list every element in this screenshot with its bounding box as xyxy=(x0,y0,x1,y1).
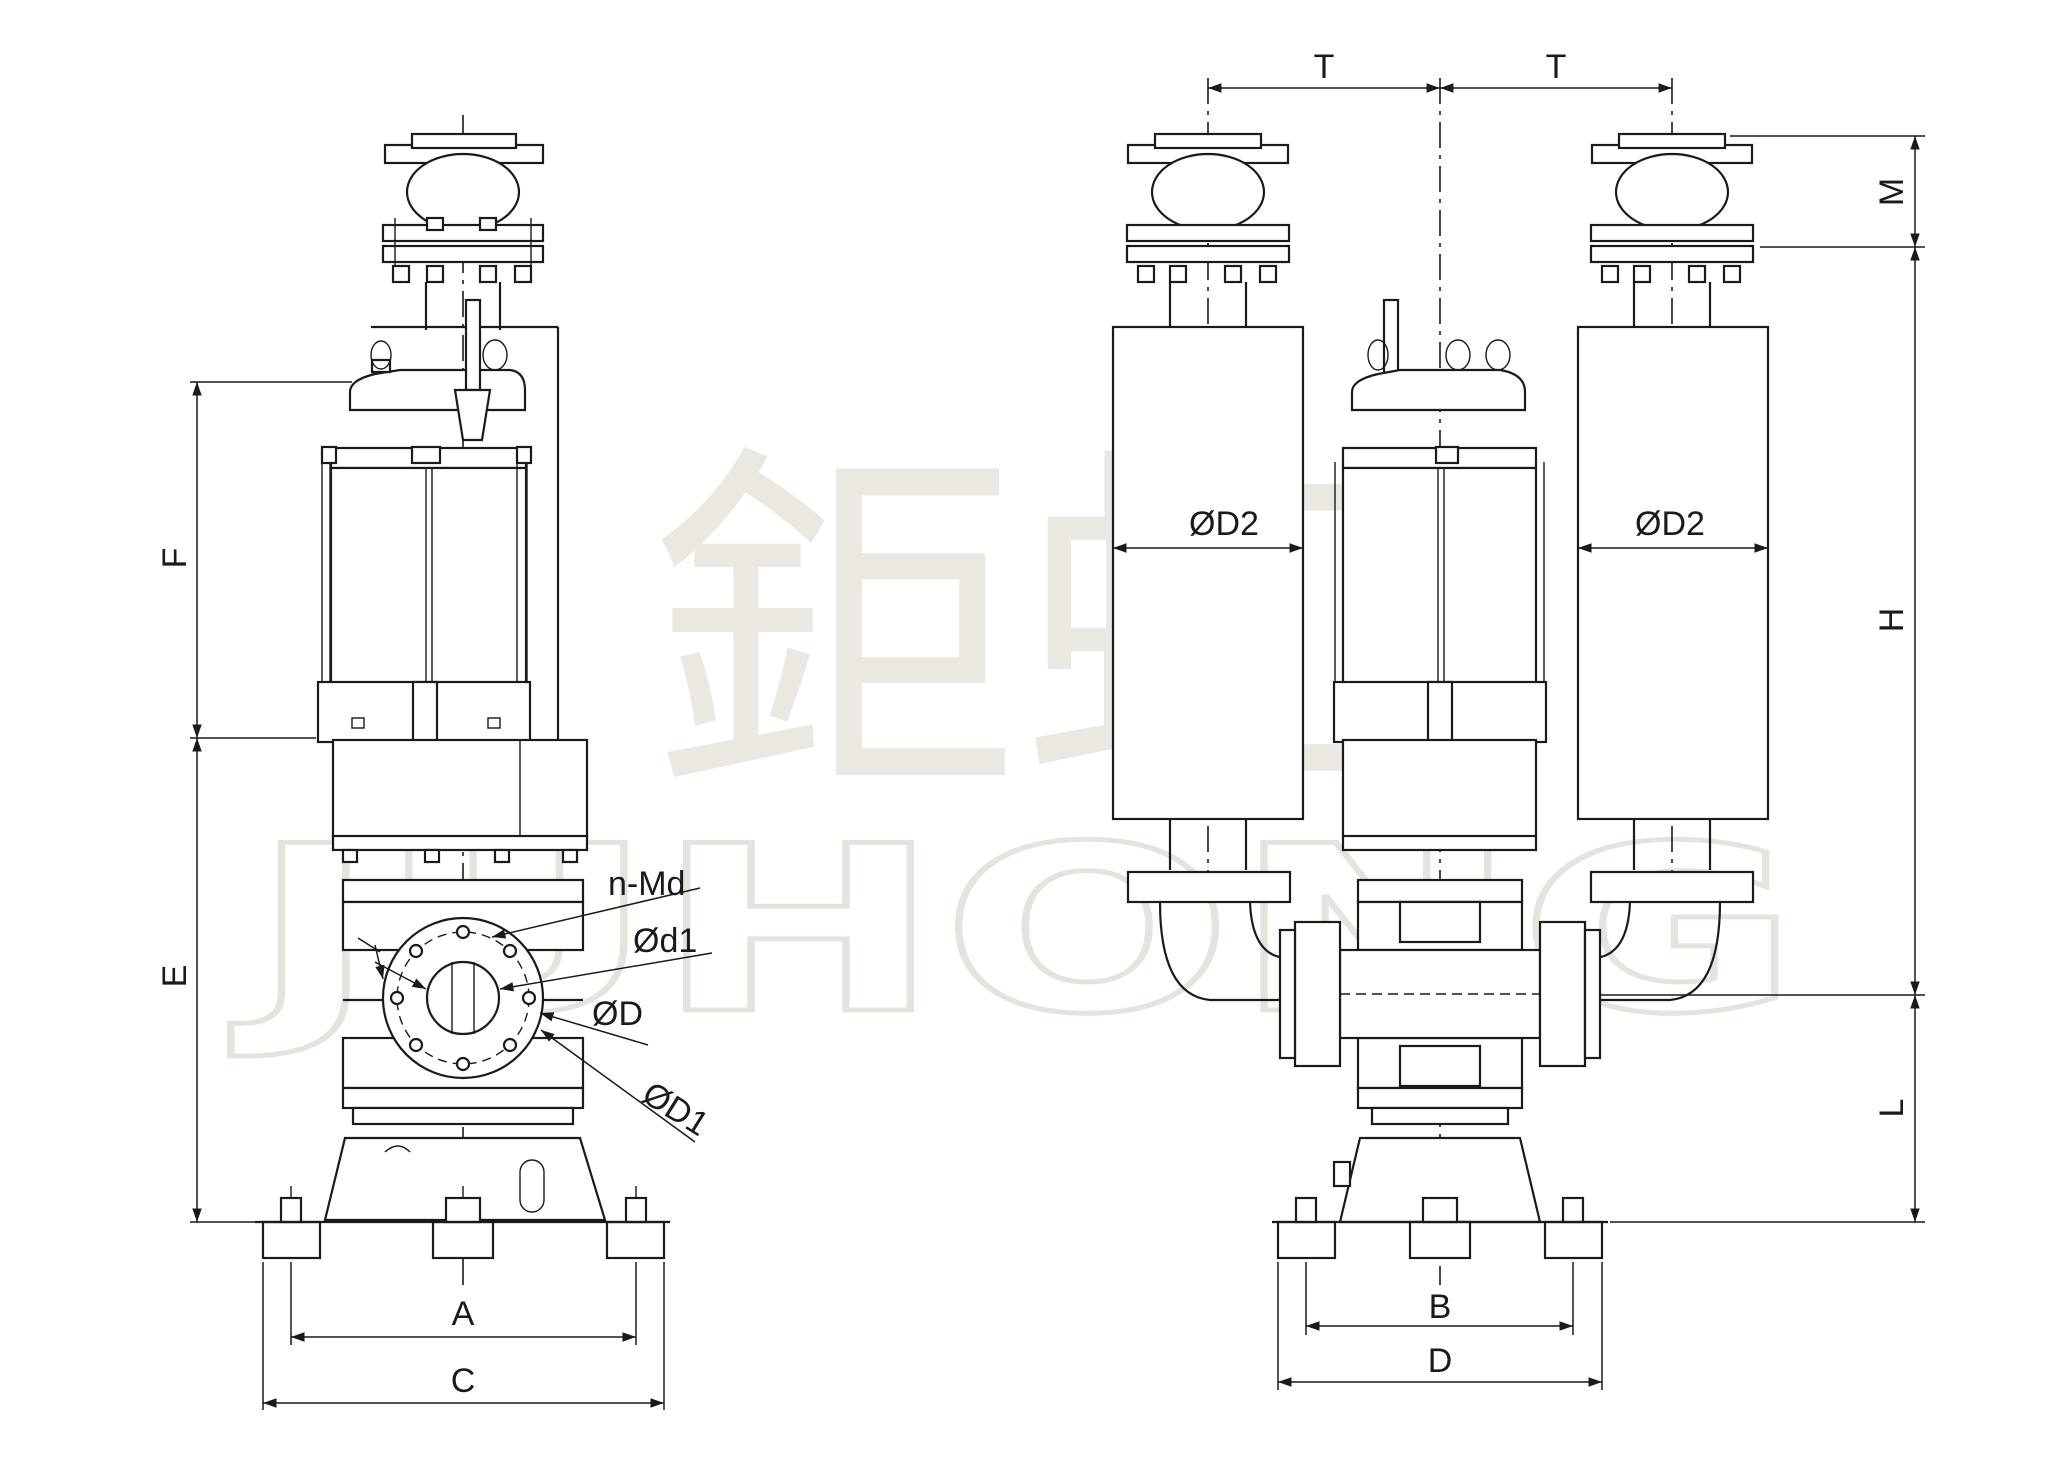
label-A: A xyxy=(452,1295,475,1333)
side-pump-motor xyxy=(1332,298,1548,852)
front-lower-housing xyxy=(331,738,589,864)
label-D: ØD xyxy=(592,995,643,1033)
label-E: E xyxy=(156,965,194,988)
label-M: M xyxy=(1873,178,1911,206)
label-D1: ØD1 xyxy=(636,1075,715,1144)
dim-T: T T xyxy=(1208,48,1672,93)
dim-D2: ØD2 ØD2 xyxy=(1113,505,1768,553)
label-T-right: T xyxy=(1546,48,1567,86)
label-n-md: n-Md xyxy=(608,865,685,903)
front-outlet-bore xyxy=(425,960,501,1036)
dim-E: E xyxy=(156,738,262,1223)
dim-B: B xyxy=(1305,1262,1574,1335)
label-L: L xyxy=(1873,1099,1911,1118)
label-B: B xyxy=(1429,1288,1452,1326)
dim-C: C xyxy=(262,1262,665,1410)
front-motor-body xyxy=(316,462,532,744)
label-C: C xyxy=(451,1362,476,1400)
side-view: T T ØD2 ØD2 M H L xyxy=(1111,48,1925,1390)
front-view: F E A C n-Md Ød1 xyxy=(156,115,715,1410)
label-F: F xyxy=(156,548,194,569)
front-pump-casing xyxy=(341,878,585,1126)
label-D-side: D xyxy=(1428,1342,1453,1380)
side-left-valve xyxy=(1125,132,1291,327)
dim-M: M xyxy=(1730,135,1925,248)
label-D2-right: ØD2 xyxy=(1635,505,1705,543)
side-left-tank xyxy=(1111,325,1305,1002)
side-base xyxy=(1272,1136,1608,1260)
side-pump-casing xyxy=(1278,878,1602,1126)
label-d1: Ød1 xyxy=(633,922,697,960)
front-motor-cap xyxy=(320,298,533,470)
side-right-valve xyxy=(1589,132,1755,327)
label-H: H xyxy=(1873,608,1911,633)
dim-D: D xyxy=(1277,1262,1603,1390)
dim-A: A xyxy=(290,1262,637,1345)
label-D2-left: ØD2 xyxy=(1189,505,1259,543)
front-base xyxy=(255,1136,670,1260)
label-T-left: T xyxy=(1314,48,1335,86)
front-discharge-valve xyxy=(381,132,545,330)
dim-H: H xyxy=(1600,247,1925,996)
dim-F: F xyxy=(156,381,352,739)
side-right-tank xyxy=(1576,325,1770,1002)
dim-L: L xyxy=(1610,995,1925,1223)
